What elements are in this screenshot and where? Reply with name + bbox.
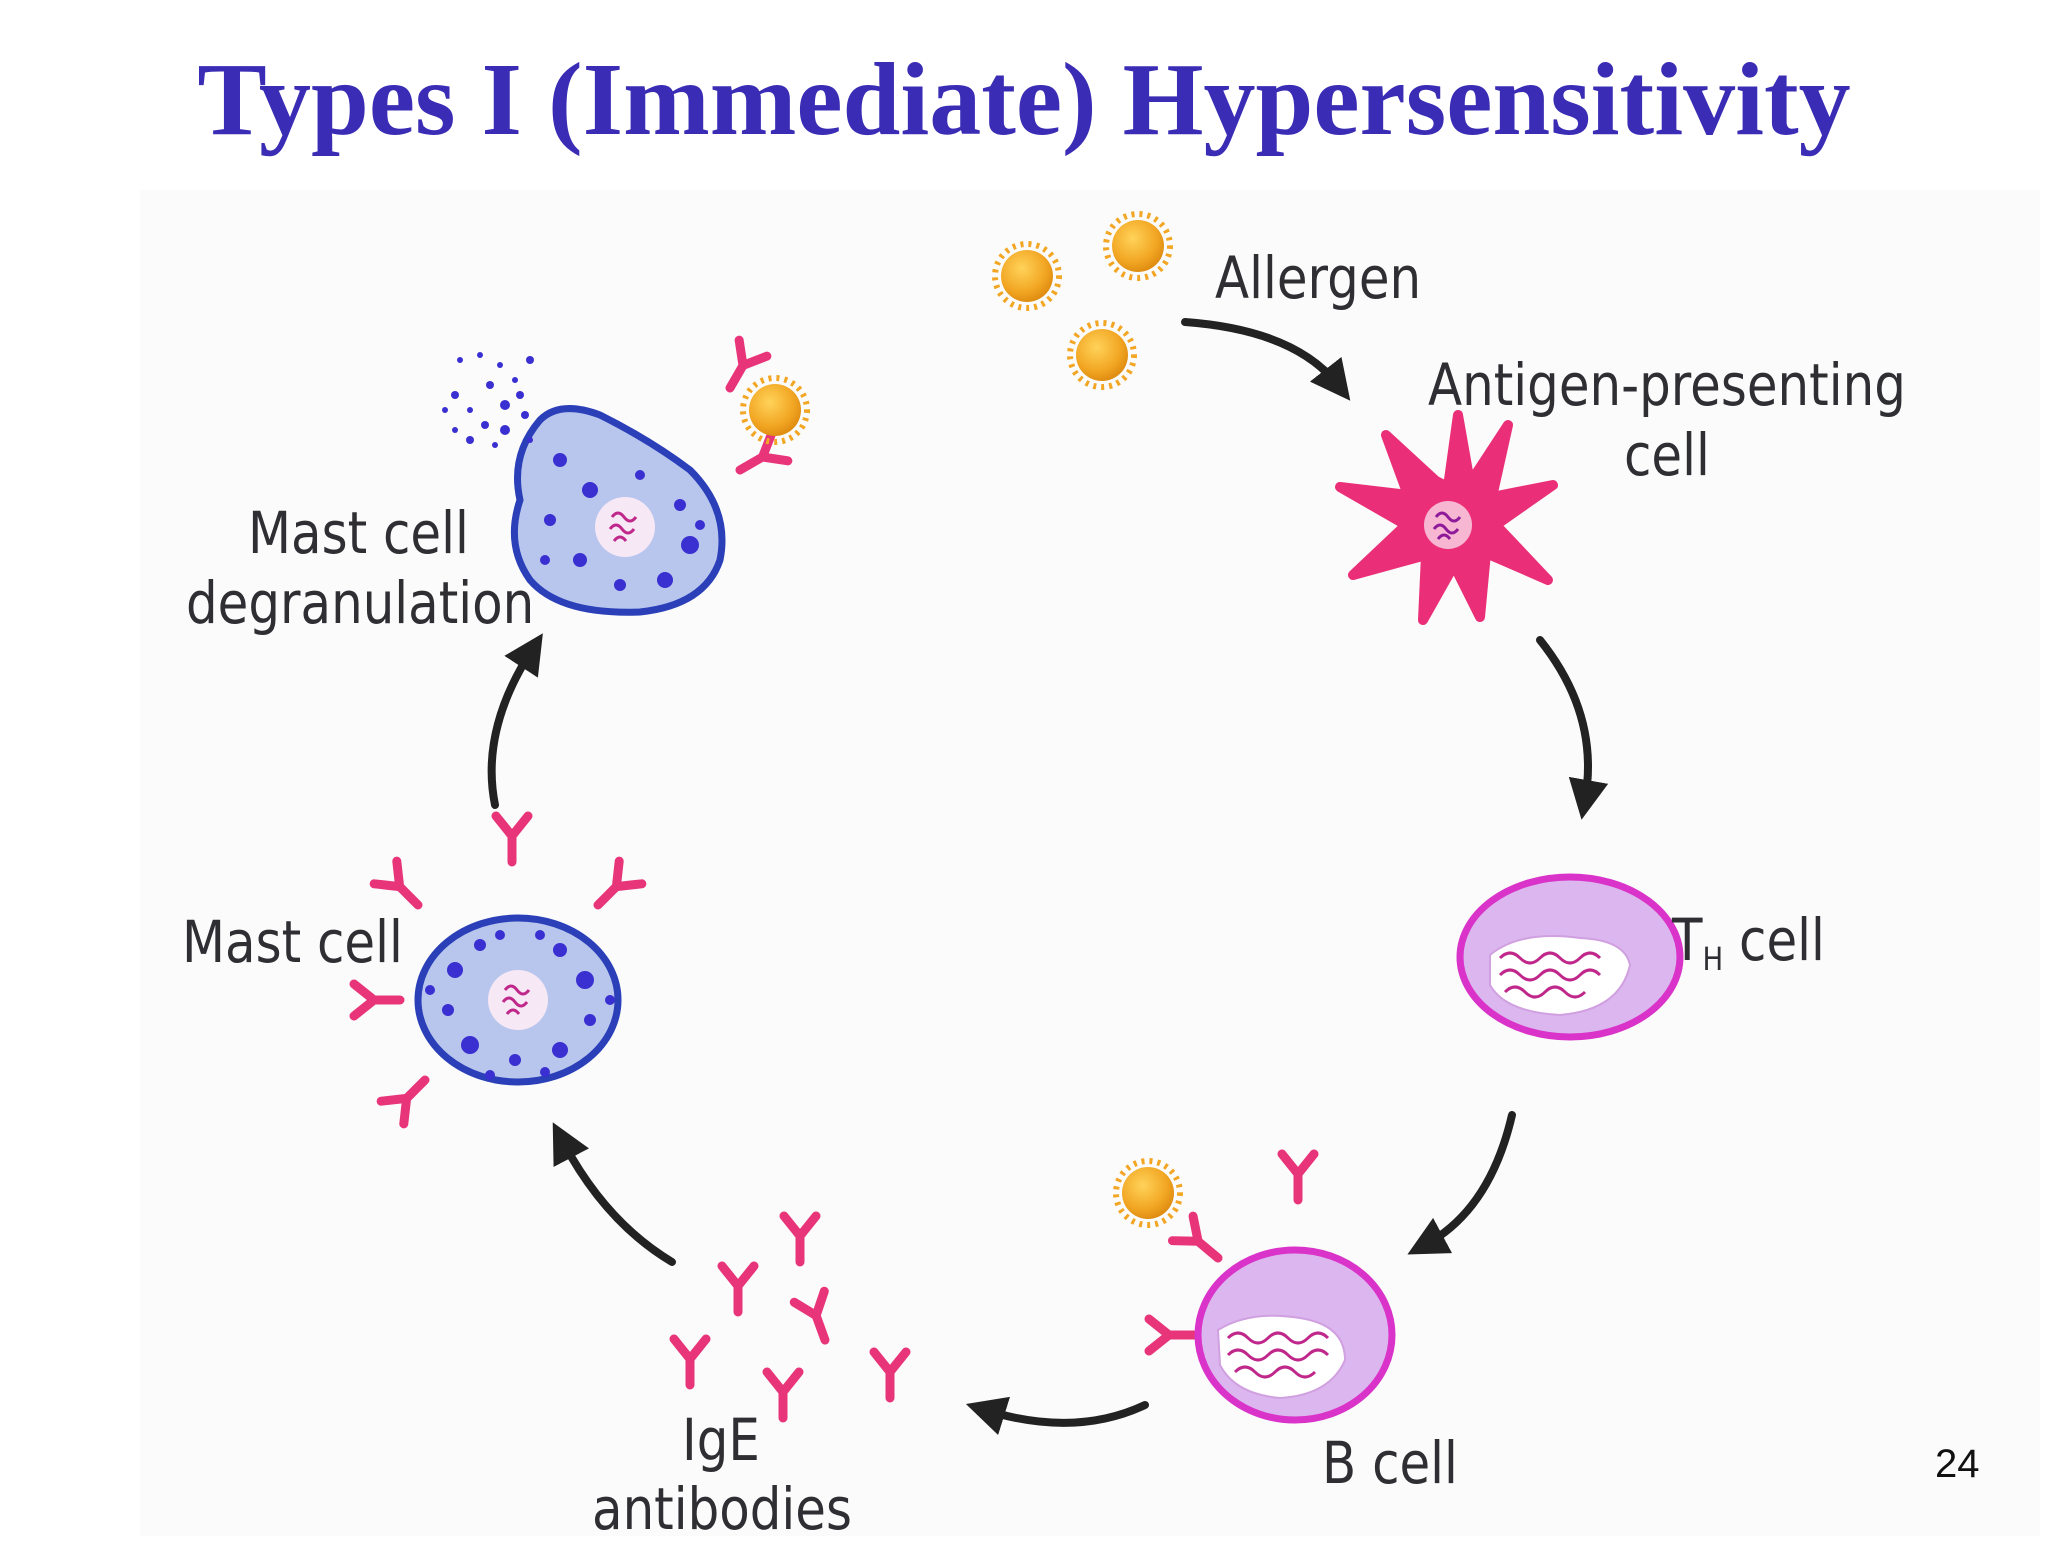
b-cell [1116, 1154, 1396, 1424]
arrow-th-to-b [1407, 1111, 1516, 1255]
arrow-b-to-ige [965, 1396, 1149, 1436]
label-mast-cell: Mast cell [182, 908, 403, 976]
label-apc-line1: Antigen-presenting [1428, 351, 1906, 419]
label-th-cell: TH cell [1672, 905, 1825, 994]
mast-cell [354, 816, 642, 1124]
label-ige-line2: antibodies [592, 1475, 852, 1543]
arrow-allergen-to-apc [1181, 318, 1351, 401]
antigen-presenting-cell [1335, 410, 1558, 625]
th-cell [1456, 873, 1684, 1041]
allergen-particles [995, 214, 1170, 387]
label-ige-line1: IgE [682, 1406, 760, 1474]
label-degranulation-line1: Mast cell [248, 499, 469, 567]
released-granules [442, 352, 534, 448]
label-degranulation-line2: degranulation [186, 569, 535, 637]
slide-title: Types I (Immediate) Hypersensitivity [197, 42, 1851, 157]
degranulating-mast-cell [442, 340, 807, 616]
label-b-cell: B cell [1322, 1429, 1458, 1497]
arrow-apc-to-th [1536, 636, 1609, 820]
label-apc-line2: cell [1624, 421, 1710, 489]
cycle-arrows [487, 318, 1609, 1436]
page-number: 24 [1935, 1442, 1980, 1486]
label-th-letter: T [1672, 906, 1703, 974]
ige-antibodies [674, 1216, 906, 1418]
label-th-subscript: H [1702, 940, 1724, 978]
arrow-mast-to-degranulation [487, 633, 543, 809]
label-allergen: Allergen [1215, 244, 1422, 312]
diagram-background [140, 190, 2040, 1536]
label-th-rest: cell [1723, 906, 1825, 974]
arrow-ige-to-mast [552, 1122, 676, 1266]
